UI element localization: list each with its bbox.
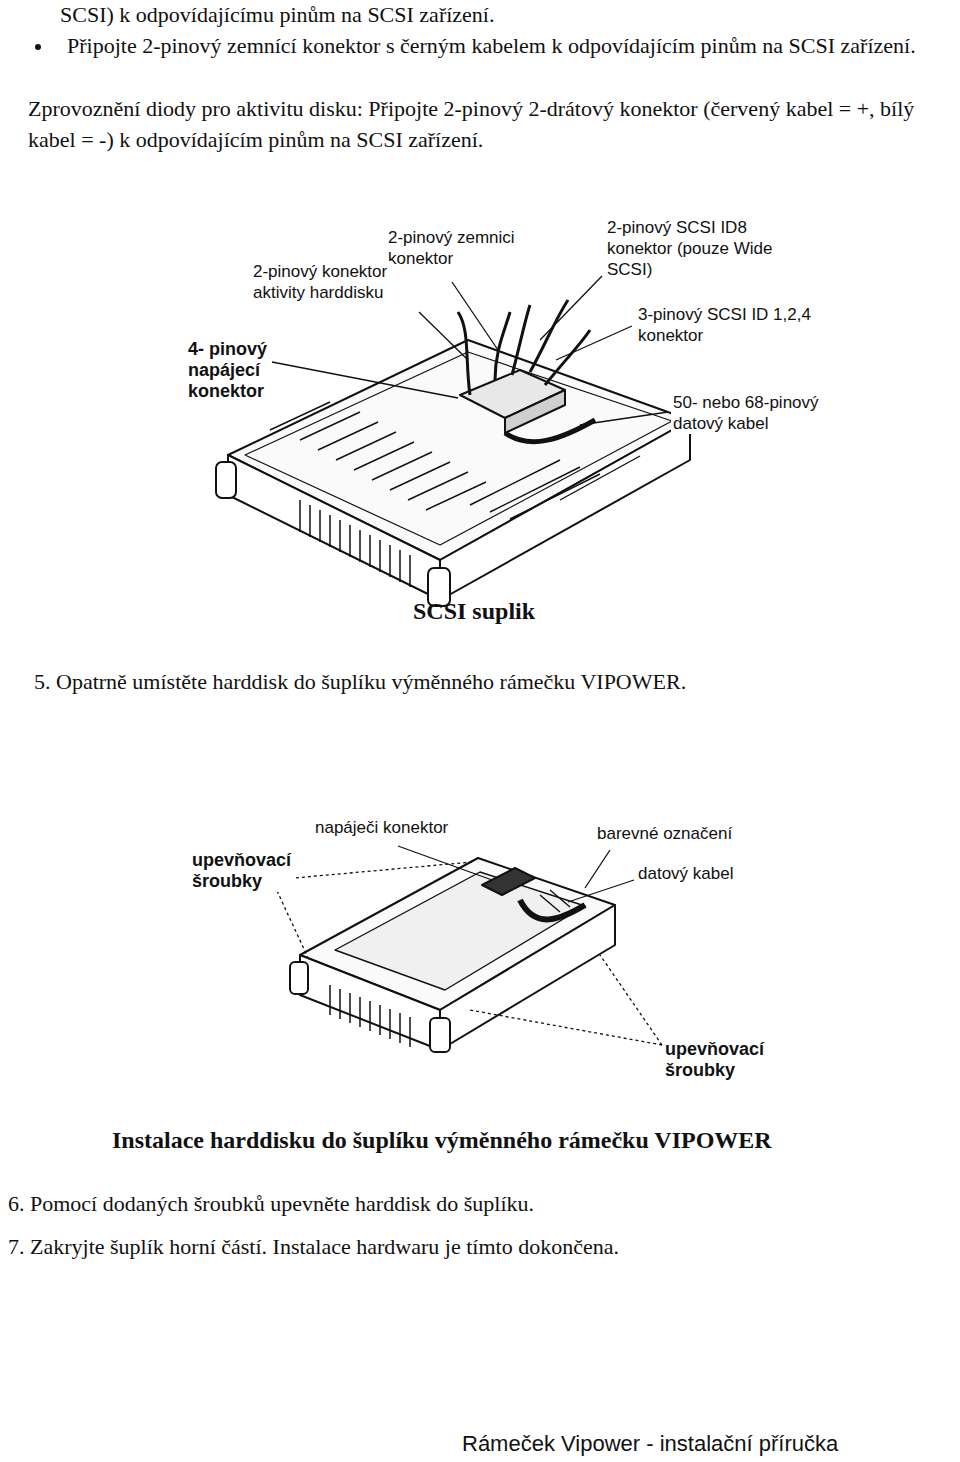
part-label: 4- pinový napájecí konektor <box>186 339 272 402</box>
part-label: napáječi konektor <box>313 817 453 839</box>
scsi-drawer <box>349 525 351 557</box>
scsi-drawer <box>409 555 411 587</box>
scsi-drawer <box>505 390 565 433</box>
vipower-drawer <box>482 868 535 895</box>
part-label: 50- nebo 68-pinový datový kabel <box>671 392 823 434</box>
scsi-drawer <box>300 500 410 587</box>
scsi-drawer <box>426 482 486 510</box>
leader-lines <box>556 326 632 360</box>
vipower-drawer <box>349 993 351 1023</box>
part-label: upevňovací šroubky <box>663 1039 769 1081</box>
vipower-drawer <box>379 1005 381 1035</box>
figure-caption: SCSI suplik <box>413 596 613 626</box>
leader-lines <box>470 1010 662 1045</box>
scsi-drawer <box>318 422 378 450</box>
vipower-drawer <box>540 890 570 912</box>
scsi-drawer <box>228 455 440 600</box>
page-footer: Rámeček Vipower - instalační příručka <box>462 1430 932 1458</box>
vipower-drawer <box>329 985 331 1015</box>
scsi-drawer <box>300 412 360 440</box>
part-label: datový kabel <box>636 863 738 885</box>
leader-lines <box>272 846 662 1045</box>
leader-lines <box>398 846 492 880</box>
scsi-drawer <box>512 305 530 375</box>
part-label: 2-pinový zemnici konektor <box>386 227 519 269</box>
vipower-drawer <box>430 1018 450 1052</box>
part-label: barevné označení <box>595 823 737 845</box>
part-label: upevňovací šroubky <box>190 850 296 892</box>
scsi-drawer <box>560 456 640 500</box>
figure-caption: Instalace harddisku do šuplíku výměnného… <box>112 1125 872 1155</box>
vipower-drawer <box>520 900 585 919</box>
part-label: 3-pinový SCSI ID 1,2,4 konektor <box>636 304 815 346</box>
vipower-drawer <box>359 997 361 1027</box>
vipower-drawer <box>399 1013 401 1043</box>
vipower-drawer <box>330 985 410 1047</box>
scsi-drawer <box>408 472 468 500</box>
body-text: Zprovoznění diody pro aktivitu disku: Př… <box>28 93 954 155</box>
scsi-drawer <box>270 402 330 430</box>
leader-lines <box>580 412 668 425</box>
scsi-drawer <box>216 462 236 498</box>
leader-lines <box>585 850 610 888</box>
part-label: 2-pinový SCSI ID8 konektor (pouze Wide S… <box>605 217 777 280</box>
scsi-drawer <box>440 420 690 600</box>
scsi-drawer <box>299 500 301 532</box>
vipower-drawer <box>300 955 440 1050</box>
scsi-drawer <box>379 540 381 572</box>
scsi-drawer <box>530 300 568 372</box>
vipower-drawer <box>290 858 615 1052</box>
scsi-drawer <box>354 442 414 470</box>
body-text: SCSI) k odpovídajícímu pinům na SCSI zař… <box>60 0 955 30</box>
scsi-drawer <box>470 460 560 505</box>
leader-lines <box>540 276 602 340</box>
leader-lines <box>452 282 498 350</box>
bullet <box>35 44 41 50</box>
scsi-drawer <box>399 550 401 582</box>
step-text: 7. Zakryjte šuplík horní částí. Instalac… <box>8 1232 908 1262</box>
scsi-drawer <box>216 300 690 606</box>
scsi-drawer <box>319 510 321 542</box>
scsi-drawer <box>510 474 600 519</box>
step-text: 5. Opatrně umístěte harddisk do šuplíku … <box>34 667 934 697</box>
step-text: 6. Pomocí dodaných šroubků upevněte hard… <box>8 1189 908 1219</box>
scsi-drawer <box>495 312 510 380</box>
scsi-drawer <box>336 432 396 460</box>
scsi-drawer <box>329 515 331 547</box>
scsi-drawer <box>372 452 432 480</box>
leader-lines <box>272 880 310 962</box>
scsi-drawer <box>505 420 595 442</box>
leader-lines <box>272 862 472 880</box>
vipower-drawer <box>409 1017 411 1047</box>
scsi-drawer <box>389 545 391 577</box>
scsi-drawer <box>490 467 580 512</box>
vipower-drawer <box>389 1009 391 1039</box>
vipower-drawer <box>440 905 615 1050</box>
scsi-drawer <box>369 535 371 567</box>
scsi-drawer <box>309 505 311 537</box>
leader-lines <box>568 880 634 902</box>
leader-lines <box>272 362 458 398</box>
scsi-drawer <box>390 462 450 490</box>
leader-lines <box>600 955 662 1045</box>
scsi-drawer <box>359 530 361 562</box>
scsi-drawer <box>458 312 470 395</box>
vipower-drawer <box>339 989 341 1019</box>
scsi-drawer <box>270 402 640 519</box>
vipower-drawer <box>369 1001 371 1031</box>
vipower-drawer <box>290 962 308 994</box>
scsi-drawer <box>339 520 341 552</box>
leader-lines <box>419 312 468 360</box>
scsi-drawer <box>545 330 590 385</box>
body-text: Připojte 2-pinový zemnící konektor s čer… <box>60 31 953 61</box>
part-label: 2-pinový konektor aktivity harddisku <box>251 261 392 303</box>
